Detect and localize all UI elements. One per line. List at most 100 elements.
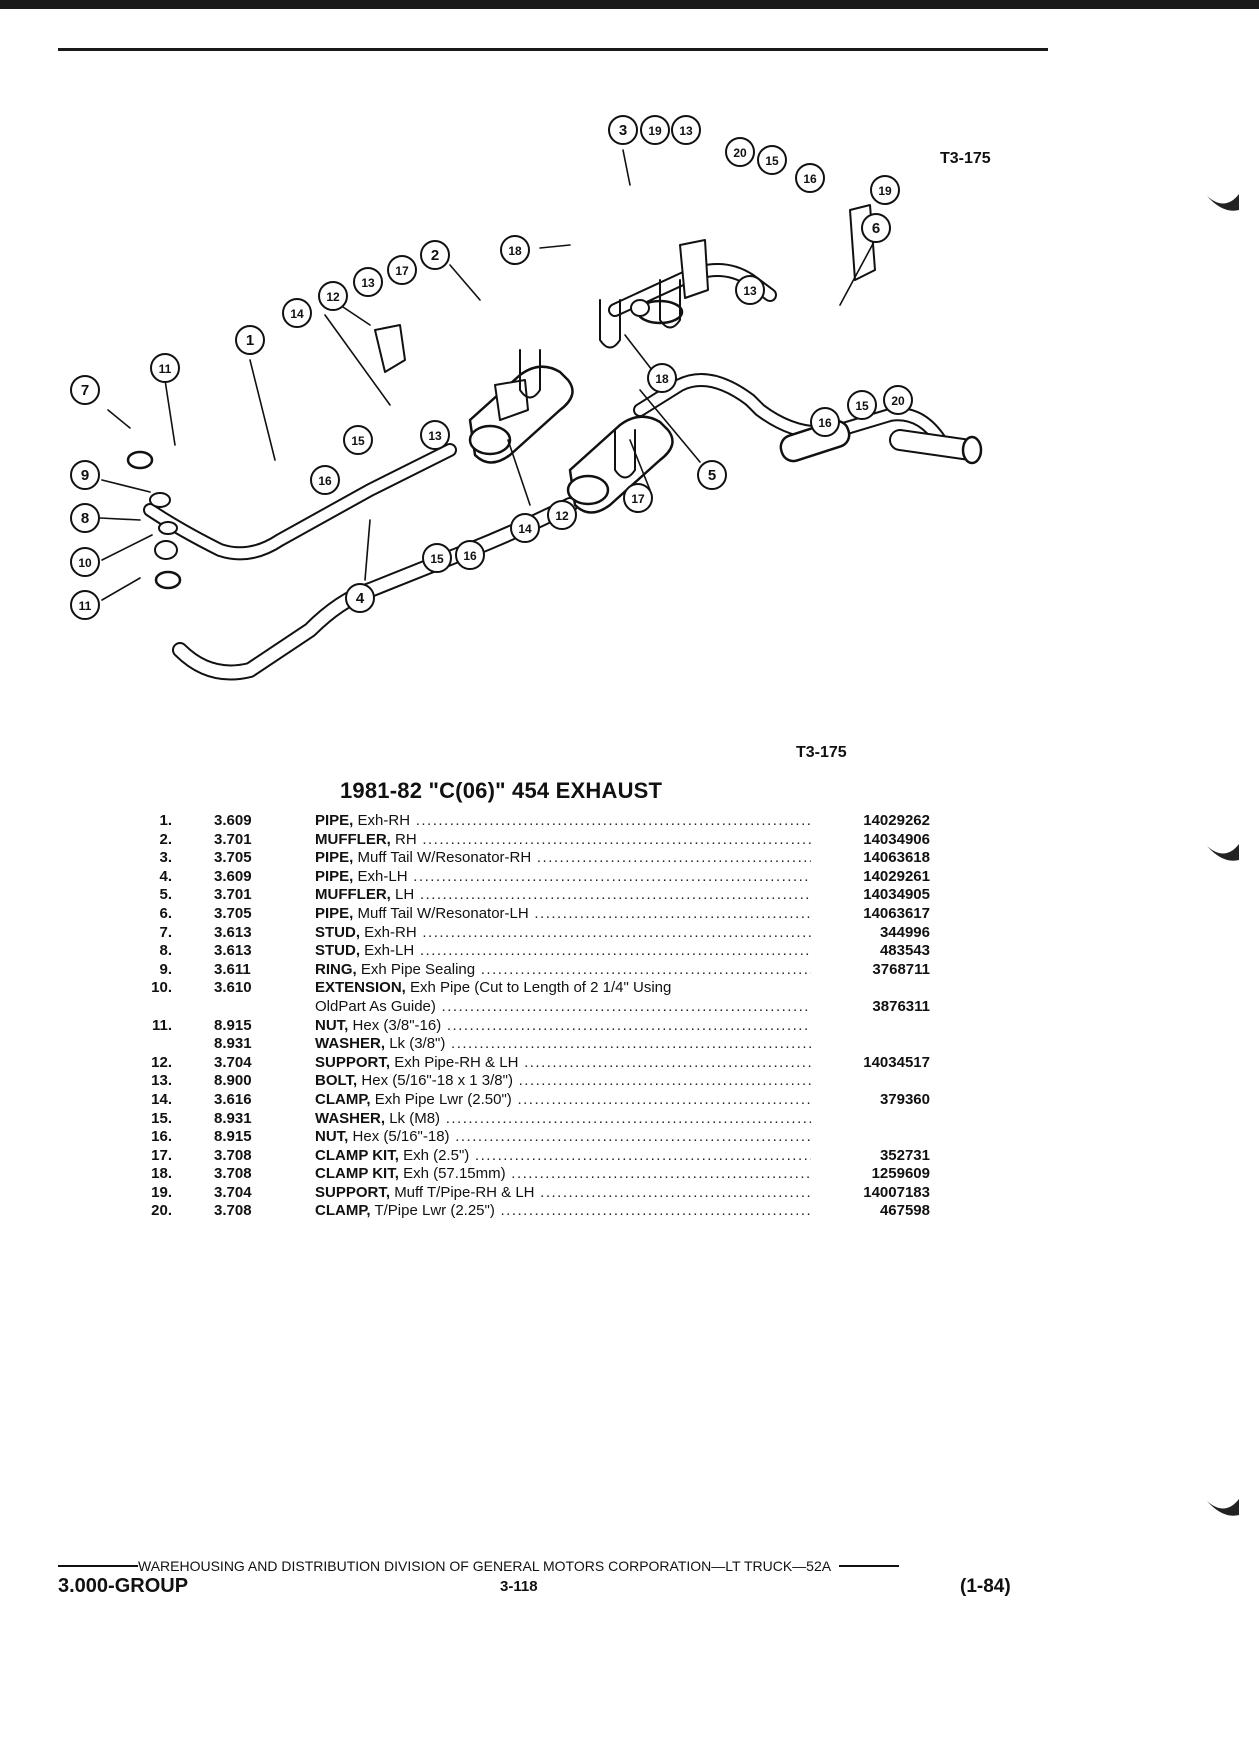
callout-15c: 15 bbox=[422, 543, 452, 573]
leader-dots: ........................................… bbox=[413, 867, 811, 885]
svg-text:1: 1 bbox=[246, 332, 254, 349]
part-description: NUT, Hex (5/16"-18) ....................… bbox=[315, 1128, 811, 1147]
leader-dots: ........................................… bbox=[441, 997, 811, 1015]
part-description: CLAMP KIT, Exh (2.5") ..................… bbox=[315, 1147, 811, 1166]
part-detail: Hex (3/8"-16) bbox=[352, 1016, 442, 1034]
svg-text:17: 17 bbox=[395, 264, 409, 278]
part-description: PIPE, Muff Tail W/Resonator-LH .........… bbox=[315, 905, 811, 924]
part-item-number: 10. bbox=[151, 979, 172, 997]
leader-dots: ........................................… bbox=[500, 1202, 812, 1220]
part-detail: Muff Tail W/Resonator-LH bbox=[357, 904, 529, 922]
part-description: PIPE, Muff Tail W/Resonator-RH .........… bbox=[315, 849, 811, 868]
svg-text:12: 12 bbox=[326, 290, 340, 304]
part-item-number: 15. bbox=[151, 1109, 172, 1127]
part-detail: Exh Pipe-RH & LH bbox=[394, 1053, 519, 1071]
part-item-number: 6. bbox=[159, 904, 172, 922]
leader-dots: ........................................… bbox=[445, 1109, 811, 1127]
part-number: 3876311 bbox=[872, 997, 930, 1015]
part-item-number: 3. bbox=[159, 849, 172, 867]
part-name: EXTENSION, bbox=[315, 979, 406, 997]
svg-text:11: 11 bbox=[79, 599, 92, 613]
svg-text:15: 15 bbox=[765, 154, 779, 168]
part-description: NUT, Hex (3/8"-16) .....................… bbox=[315, 1017, 811, 1036]
svg-text:13: 13 bbox=[361, 276, 375, 290]
parts-row: 15. 8.931 WASHER, Lk (M8) ................… bbox=[130, 1110, 930, 1129]
svg-text:12: 12 bbox=[555, 509, 569, 523]
svg-text:3: 3 bbox=[619, 122, 627, 139]
binder-mark bbox=[1207, 844, 1239, 861]
callout-12b: 12 bbox=[547, 500, 577, 530]
part-detail: Exh-RH bbox=[364, 923, 417, 941]
part-detail: RH bbox=[395, 830, 417, 848]
part-number: 344996 bbox=[879, 923, 930, 941]
part-item-number: 1. bbox=[159, 812, 172, 829]
callout-13c: 13 bbox=[420, 420, 450, 450]
part-item-number: 20. bbox=[151, 1202, 172, 1220]
svg-text:5: 5 bbox=[708, 467, 716, 484]
callout-13a: 13 bbox=[353, 267, 383, 297]
footer-group: 3.000-GROUP bbox=[58, 1575, 189, 1597]
callout-16b: 16 bbox=[795, 163, 825, 193]
callout-8: 8 bbox=[70, 503, 100, 533]
leader-dots: ........................................… bbox=[517, 1090, 811, 1108]
svg-text:15: 15 bbox=[855, 399, 869, 413]
part-description: CLAMP KIT, Exh (57.15mm) ...............… bbox=[315, 1165, 811, 1184]
svg-text:18: 18 bbox=[655, 372, 669, 386]
callout-3: 3 bbox=[608, 115, 638, 145]
leader-dots: ........................................… bbox=[451, 1035, 811, 1053]
svg-text:18: 18 bbox=[508, 244, 522, 258]
part-detail: OldPart As Guide) bbox=[315, 997, 436, 1015]
callout-2: 2 bbox=[420, 240, 450, 270]
leader-dots: ........................................… bbox=[480, 960, 811, 978]
part-group-number: 8.931 bbox=[214, 1109, 252, 1127]
footer-division: WAREHOUSING AND DISTRIBUTION DIVISION OF… bbox=[58, 1558, 1018, 1574]
svg-text:14: 14 bbox=[290, 307, 304, 321]
svg-text:19: 19 bbox=[648, 124, 662, 138]
svg-text:10: 10 bbox=[78, 556, 92, 570]
part-number: 352731 bbox=[879, 1146, 930, 1164]
part-name: CLAMP KIT, bbox=[315, 1146, 399, 1164]
callout-13b: 13 bbox=[671, 115, 701, 145]
part-number: 379360 bbox=[879, 1090, 930, 1108]
part-item-number: 4. bbox=[159, 867, 172, 885]
part-item-number: 17. bbox=[151, 1146, 172, 1164]
part-description: OldPart As Guide) ......................… bbox=[315, 998, 811, 1017]
part-name: PIPE, bbox=[315, 904, 354, 922]
part-number: 14063617 bbox=[863, 904, 930, 922]
part-name: NUT, bbox=[315, 1016, 349, 1034]
part-name: BOLT, bbox=[315, 1072, 358, 1090]
part-number: 467598 bbox=[879, 1202, 930, 1220]
part-detail: Exh-LH bbox=[357, 867, 408, 885]
part-item-number: 18. bbox=[151, 1165, 172, 1183]
part-number: 1259609 bbox=[871, 1165, 930, 1183]
binder-mark bbox=[1207, 194, 1239, 211]
part-item-number: 13. bbox=[151, 1072, 172, 1090]
svg-text:2: 2 bbox=[431, 247, 439, 264]
part-description: WASHER, Lk (3/8") ......................… bbox=[315, 1035, 811, 1054]
part-group-number: 3.609 bbox=[214, 867, 252, 885]
svg-text:16: 16 bbox=[803, 172, 817, 186]
part-description: CLAMP, T/Pipe Lwr (2.25") ..............… bbox=[315, 1202, 811, 1221]
leader-dots: ........................................… bbox=[415, 812, 811, 829]
callout-4: 4 bbox=[345, 583, 375, 613]
svg-text:20: 20 bbox=[891, 394, 905, 408]
parts-row: 8.931 WASHER, Lk (3/8") .................… bbox=[130, 1035, 930, 1054]
part-description: WASHER, Lk (M8) ........................… bbox=[315, 1110, 811, 1129]
part-name: WASHER, bbox=[315, 1035, 386, 1053]
part-number: 3768711 bbox=[872, 960, 930, 978]
part-group-number: 8.931 bbox=[214, 1035, 252, 1053]
part-number: 14029262 bbox=[863, 812, 930, 829]
part-item-number: 12. bbox=[151, 1053, 172, 1071]
part-name: SUPPORT, bbox=[315, 1053, 391, 1071]
callout-17a: 17 bbox=[387, 255, 417, 285]
callout-16a: 16 bbox=[310, 465, 340, 495]
part-group-number: 3.701 bbox=[214, 886, 252, 904]
